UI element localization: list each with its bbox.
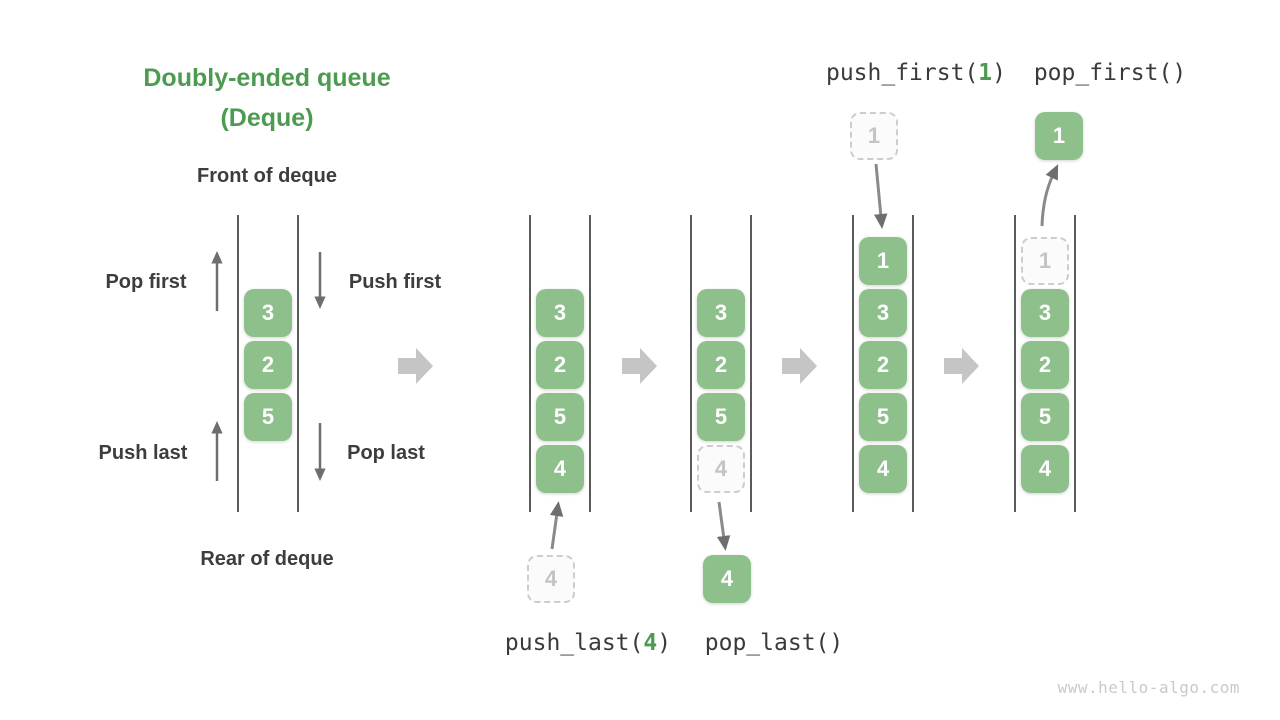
front-of-deque-label: Front of deque (197, 165, 337, 187)
deque-cell: 2 (697, 341, 745, 389)
queue-state-4: 1 3 2 5 4 (852, 215, 914, 512)
pop-last-label: Pop last (347, 442, 425, 464)
code-close: ) (657, 630, 672, 656)
code-text: push_first( (825, 60, 979, 86)
queue-wall-right (589, 215, 591, 512)
queue-wall-right (912, 215, 914, 512)
deque-cell: 5 (536, 393, 584, 441)
queue-state-2: 3 2 5 4 (529, 215, 591, 512)
deque-cell: 4 (1021, 445, 1069, 493)
push-last-insert-arrow-icon (549, 501, 564, 550)
code-text: push_last( (504, 630, 644, 656)
deque-cell: 3 (536, 289, 584, 337)
queue-wall-left (237, 215, 239, 512)
code-arg: 4 (643, 630, 658, 656)
deque-cell: 2 (859, 341, 907, 389)
deque-cell: 2 (1021, 341, 1069, 389)
deque-cell: 3 (244, 289, 292, 337)
queue-wall-left (529, 215, 531, 512)
code-close: ) (1172, 60, 1187, 86)
popped-cell-pop-first: 1 (1035, 112, 1083, 160)
deque-cell: 2 (244, 341, 292, 389)
step-arrow-icon (398, 348, 433, 384)
deque-cell: 5 (697, 393, 745, 441)
deque-cell: 3 (697, 289, 745, 337)
queue-wall-right (297, 215, 299, 512)
deque-cell: 3 (859, 289, 907, 337)
queue-wall-right (1074, 215, 1076, 512)
deque-cell: 5 (1021, 393, 1069, 441)
deque-cell: 3 (1021, 289, 1069, 337)
code-close: ) (992, 60, 1007, 86)
queue-wall-right (750, 215, 752, 512)
code-arg: 1 (978, 60, 993, 86)
code-close: ) (829, 630, 844, 656)
pop-first-code-label: pop_first() (1034, 60, 1186, 86)
deque-cell: 4 (859, 445, 907, 493)
queue-state-5: 1 3 2 5 4 (1014, 215, 1076, 512)
deque-cell-removed: 4 (697, 445, 745, 493)
queue-state-1: 3 2 5 (237, 215, 299, 512)
watermark: www.hello-algo.com (1057, 678, 1240, 697)
queue-wall-left (1014, 215, 1016, 512)
push-first-code-label: push_first(1) (826, 60, 1006, 86)
push-first-insert-arrow-icon (873, 163, 888, 229)
deque-cell: 1 (859, 237, 907, 285)
diagram-title: Doubly-ended queue (Deque) (143, 58, 390, 138)
deque-cell: 4 (536, 445, 584, 493)
deque-cell: 2 (536, 341, 584, 389)
pop-last-code-label: pop_last() (705, 630, 843, 656)
deque-cell: 5 (859, 393, 907, 441)
popped-cell-pop-last: 4 (703, 555, 751, 603)
queue-wall-left (852, 215, 854, 512)
title-line-2: (Deque) (220, 104, 314, 132)
pop-first-label: Pop first (105, 271, 187, 293)
queue-state-3: 3 2 5 4 (690, 215, 752, 512)
rear-of-deque-label: Rear of deque (200, 548, 334, 570)
deque-cell-removed: 1 (1021, 237, 1069, 285)
incoming-cell-push-first: 1 (850, 112, 898, 160)
incoming-cell-push-last: 4 (527, 555, 575, 603)
push-last-label: Push last (98, 442, 188, 464)
step-arrow-icon (782, 348, 817, 384)
title-line-1: Doubly-ended queue (143, 64, 391, 92)
push-last-code-label: push_last(4) (505, 630, 671, 656)
step-arrow-icon (944, 348, 979, 384)
code-text: pop_last( (704, 630, 830, 656)
code-text: pop_first( (1033, 60, 1173, 86)
queue-wall-left (690, 215, 692, 512)
push-first-label: Push first (348, 271, 442, 293)
deque-cell: 5 (244, 393, 292, 441)
step-arrow-icon (622, 348, 657, 384)
